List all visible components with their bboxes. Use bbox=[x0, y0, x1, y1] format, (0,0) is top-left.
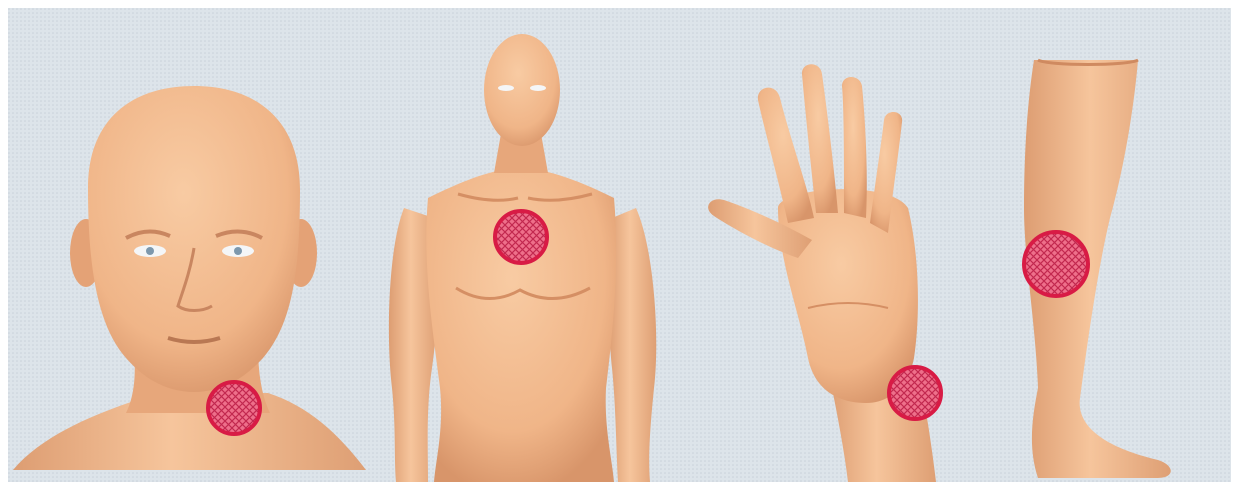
chest-marker bbox=[495, 211, 547, 263]
neck-marker bbox=[208, 382, 260, 434]
calf-marker bbox=[1024, 232, 1088, 296]
illustration-panel bbox=[8, 8, 1231, 482]
body-sites-illustration bbox=[8, 8, 1231, 482]
wrist-marker bbox=[889, 367, 941, 419]
